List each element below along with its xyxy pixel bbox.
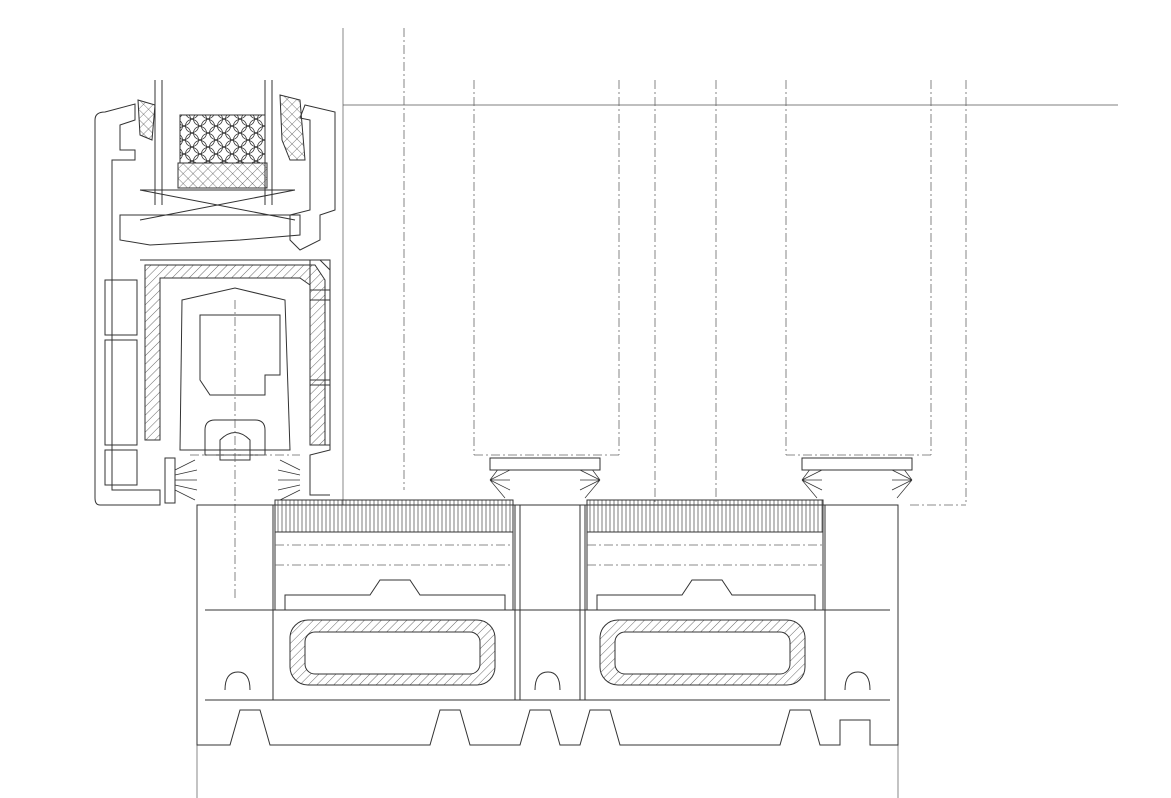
glass-unit xyxy=(119,80,306,246)
sash-outlines xyxy=(473,80,967,506)
thermal-insert-right xyxy=(586,499,824,611)
insulation-core xyxy=(179,114,266,164)
steel-reinforcement xyxy=(144,264,326,446)
thermal-insert-left xyxy=(274,499,514,611)
roller-assembly xyxy=(179,287,300,600)
steel-tube-left xyxy=(289,619,496,686)
brush-seals xyxy=(164,457,913,504)
spacer-crosshatch xyxy=(177,162,268,189)
steel-tube-right xyxy=(599,619,806,686)
